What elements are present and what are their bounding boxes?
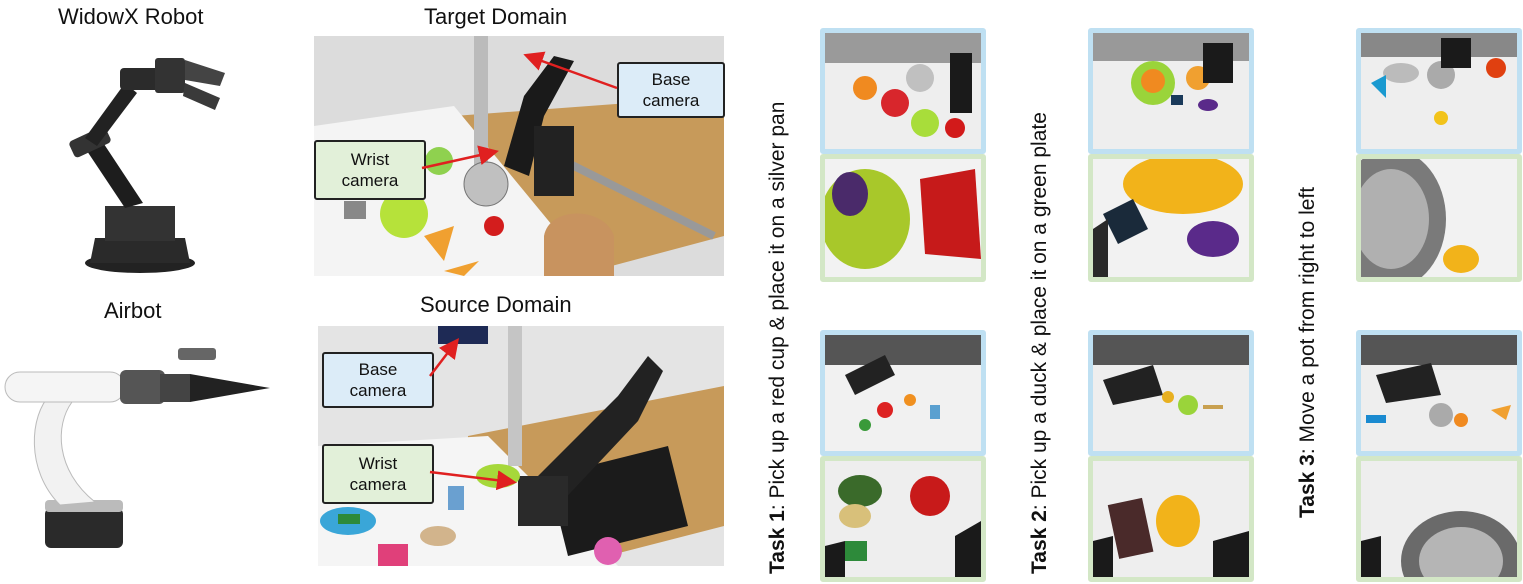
widowx-robot-image bbox=[25, 38, 240, 278]
task-2-target-wrist-view bbox=[1088, 154, 1254, 282]
task-2-name: Task 2 bbox=[1028, 510, 1051, 574]
task-1-text: : Pick up a red cup & place it on a silv… bbox=[766, 101, 789, 511]
task-2-source-base-view bbox=[1088, 330, 1254, 456]
task-1-name: Task 1 bbox=[766, 510, 789, 574]
task-1-label: Task 1: Pick up a red cup & place it on … bbox=[766, 102, 790, 574]
widowx-title: WidowX Robot bbox=[58, 4, 204, 29]
callout-line-1: Wrist bbox=[350, 150, 390, 169]
source-wrist-camera-callout: Wrist camera bbox=[322, 444, 434, 504]
task-1-source-wrist-view bbox=[820, 456, 986, 582]
task-3-text: : Move a pot from right to left bbox=[1296, 186, 1319, 455]
task-2-text: : Pick up a duck & place it on a green p… bbox=[1028, 112, 1051, 511]
target-domain-title: Target Domain bbox=[424, 4, 568, 29]
target-base-camera-callout: Base camera bbox=[617, 62, 725, 118]
source-domain-photo bbox=[318, 326, 724, 566]
task-2-label: Task 2: Pick up a duck & place it on a g… bbox=[1028, 112, 1052, 574]
source-base-camera-callout: Base camera bbox=[322, 352, 434, 408]
task-3-target-base-view bbox=[1356, 28, 1522, 154]
task-2-source-wrist-view bbox=[1088, 456, 1254, 582]
callout-line-2: camera bbox=[349, 381, 407, 400]
source-domain-title: Source Domain bbox=[420, 292, 572, 317]
task-3-label: Task 3: Move a pot from right to left bbox=[1296, 187, 1320, 518]
callout-line-1: Base bbox=[651, 70, 691, 89]
callout-line-1: Wrist bbox=[358, 454, 398, 473]
task-3-source-wrist-view bbox=[1356, 456, 1522, 582]
callout-line-1: Base bbox=[358, 360, 398, 379]
task-3-target-wrist-view bbox=[1356, 154, 1522, 282]
target-wrist-camera-callout: Wrist camera bbox=[314, 140, 426, 200]
task-3-source-base-view bbox=[1356, 330, 1522, 456]
airbot-title: Airbot bbox=[104, 298, 162, 323]
callout-line-2: camera bbox=[341, 171, 399, 190]
callout-line-2: camera bbox=[642, 91, 700, 110]
task-3-name: Task 3 bbox=[1296, 454, 1319, 518]
task-1-target-base-view bbox=[820, 28, 986, 154]
airbot-robot-image bbox=[0, 330, 290, 555]
callout-line-2: camera bbox=[349, 475, 407, 494]
task-1-source-base-view bbox=[820, 330, 986, 456]
task-2-target-base-view bbox=[1088, 28, 1254, 154]
task-1-target-wrist-view bbox=[820, 154, 986, 282]
